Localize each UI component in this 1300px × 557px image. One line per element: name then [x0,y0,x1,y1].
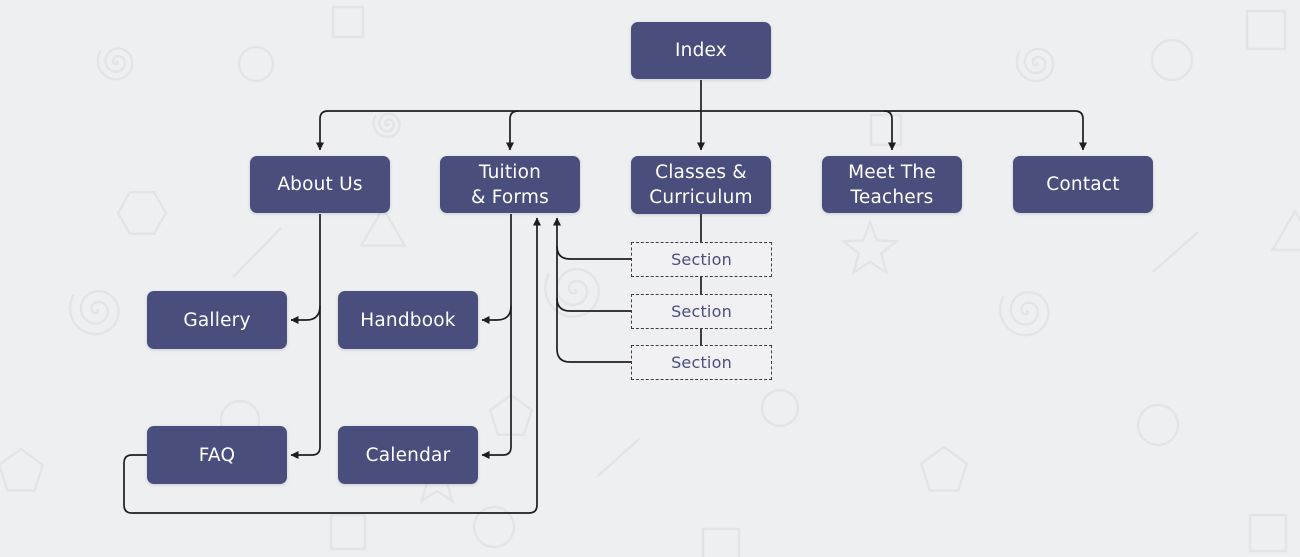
connector-tuition-to-handbook [481,305,512,324]
node-tuition-and-forms[interactable]: Tuition & Forms [440,156,580,213]
connector-trunk-to-meet-teachers [883,110,896,151]
node-calendar[interactable]: Calendar [338,426,478,484]
connector-tuition-to-calendar [481,214,512,459]
node-contact[interactable]: Contact [1013,156,1153,213]
connector-about-to-gallery [290,305,321,324]
node-gallery[interactable]: Gallery [147,291,287,349]
node-section-3[interactable]: Section [631,345,772,380]
connector-index-trunk [316,110,1087,151]
connector-faq-loop-to-tuition [123,217,541,514]
node-handbook[interactable]: Handbook [338,291,478,349]
connector-about-to-faq [290,214,321,459]
node-faq[interactable]: FAQ [147,426,287,484]
node-about-us[interactable]: About Us [250,156,390,213]
node-section-2[interactable]: Section [631,294,772,329]
node-meet-the-teachers[interactable]: Meet The Teachers [822,156,962,213]
node-classes-and-curriculum[interactable]: Classes & Curriculum [631,156,771,214]
connector-sections-to-collector [556,245,631,363]
connector-trunk-to-tuition [506,110,519,151]
node-index[interactable]: Index [631,22,771,79]
node-section-1[interactable]: Section [631,242,772,277]
